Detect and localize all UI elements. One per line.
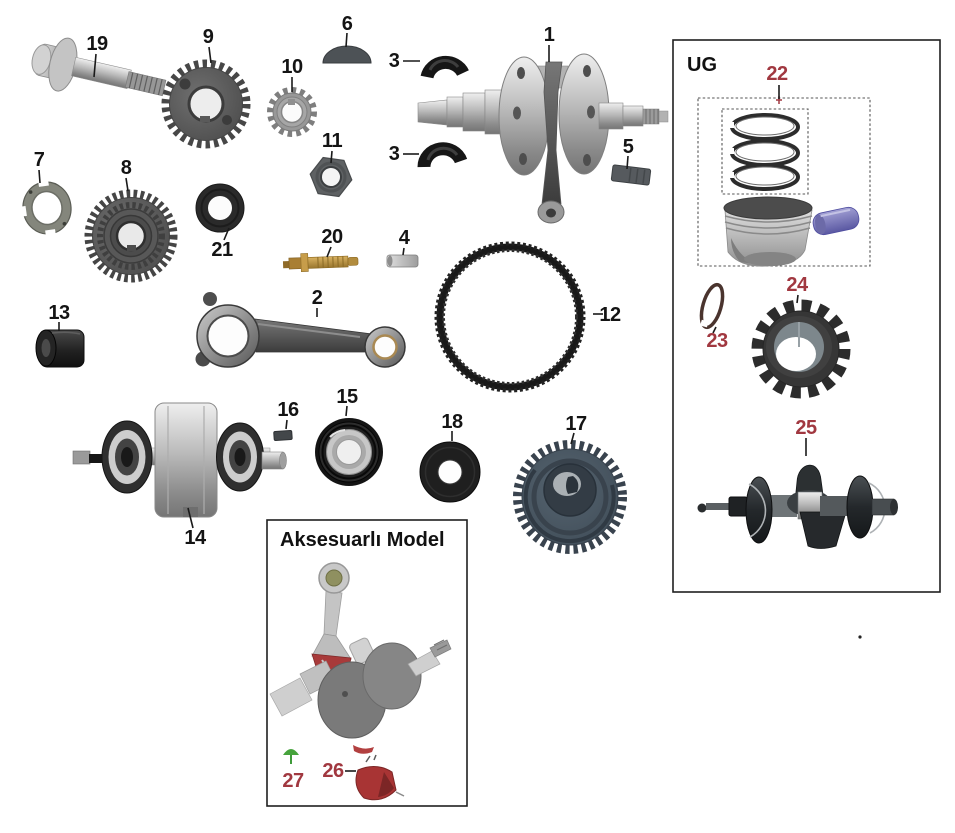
leader-lines (38, 32, 807, 772)
part-label-22: 22 (766, 63, 788, 85)
part-10-small-gear-illustration (267, 87, 317, 137)
part-label-21: 21 (211, 239, 233, 261)
part-14-balancer-shaft-illustration (72, 402, 287, 518)
part-23-circlip-illustration (699, 282, 725, 330)
part-5-key-illustration (610, 164, 652, 186)
part-15-sealed-bearing-illustration (315, 418, 383, 486)
part-21-seal-ring-illustration (195, 183, 245, 233)
part-26-red-cap-illustration (355, 754, 405, 801)
part-label-14: 14 (184, 527, 206, 549)
accessory-model-box (266, 519, 468, 807)
part-label-26: 26 (322, 760, 344, 782)
part-label-18: 18 (441, 411, 463, 433)
part-13-bushing-illustration (35, 329, 85, 368)
part-label-9: 9 (202, 26, 214, 48)
part-label-16: 16 (277, 399, 299, 421)
part-label-5: 5 (622, 136, 634, 158)
ring-set-dotted-box (721, 108, 809, 195)
part-19-flange-bolt-illustration (31, 37, 167, 97)
part-label-15: 15 (336, 386, 358, 408)
part-22-piston-rings-illustration (729, 113, 800, 191)
part-25-balancer-shaft-illustration (697, 464, 898, 549)
part-label-17: 17 (565, 413, 587, 435)
part-label-3-lower: 3 (388, 143, 400, 165)
accessory-box-border (266, 519, 468, 807)
part-label-10: 10 (281, 56, 303, 78)
part-24-sprocket-illustration (751, 299, 851, 399)
part-label-4: 4 (398, 227, 410, 249)
part-label-19: 19 (86, 33, 108, 55)
cad-crankshaft-illustration (269, 637, 452, 754)
part-label-12: 12 (599, 304, 621, 326)
part-label-8: 8 (120, 157, 132, 179)
part-16-key-illustration (273, 429, 293, 442)
part-label-13: 13 (48, 302, 70, 324)
ug-box-border (672, 39, 941, 593)
part-1-crankshaft-illustration (417, 53, 669, 224)
part-12-cam-chain-illustration (434, 241, 586, 393)
part-17-driven-gear-illustration (513, 440, 627, 554)
part-3-bearing-shell-upper-illustration (420, 55, 469, 79)
part-4-dowel-pin-illustration (386, 254, 419, 268)
part-label-6: 6 (341, 13, 353, 35)
wrist-pin-illustration (812, 206, 860, 236)
part-6-half-moon-key-illustration (322, 45, 372, 64)
part-8-cluster-gear-illustration (84, 189, 178, 283)
part-label-1: 1 (543, 24, 555, 46)
part-2-connecting-rod-illustration (195, 292, 406, 368)
part-11-flanged-nut-illustration (309, 156, 353, 198)
piston-illustration (723, 196, 813, 267)
part-label-27: 27 (282, 770, 304, 792)
accessory-box-title: Aksesuarlı Model (280, 529, 445, 551)
part-20-brass-stud-illustration (282, 253, 359, 272)
piston-kit-dotted-box (697, 97, 871, 267)
part-7-lock-nut-illustration (20, 180, 72, 236)
part-label-25: 25 (795, 417, 817, 439)
part-label-3-upper: 3 (388, 50, 400, 72)
part-3-bearing-shell-lower-illustration (417, 142, 468, 168)
part-18-rubber-grommet-illustration (419, 441, 481, 503)
part-27-green-plug-illustration (283, 749, 299, 764)
part-label-23: 23 (706, 330, 728, 352)
part-label-7: 7 (33, 149, 45, 171)
part-label-24: 24 (786, 274, 808, 296)
ug-box (672, 39, 941, 593)
cad-connecting-rod-illustration (311, 562, 352, 676)
part-9-timing-gear-illustration (161, 59, 251, 149)
part-label-2: 2 (311, 287, 323, 309)
stray-dot (858, 635, 862, 639)
part-label-20: 20 (321, 226, 343, 248)
ug-box-title: UG (687, 54, 717, 76)
part-label-11: 11 (321, 130, 343, 152)
